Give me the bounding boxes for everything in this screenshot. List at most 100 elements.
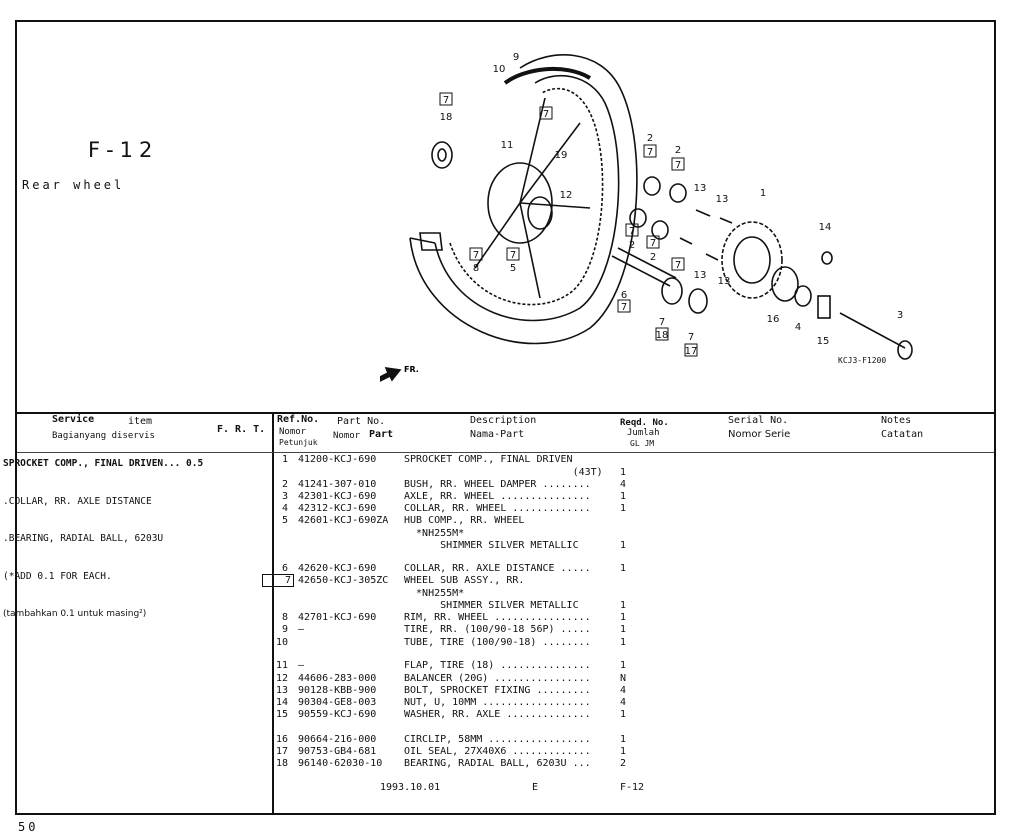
callout-box <box>671 157 685 171</box>
header-reqd-sub2: GL JM <box>630 439 655 448</box>
header-serial: Serial No. <box>728 415 789 426</box>
parts-row: 11—FLAP, TIRE (18) ...............1 <box>258 659 980 672</box>
service-line: (*ADD 0.1 FOR EACH. <box>3 570 112 582</box>
part-description: WASHER, RR. AXLE .............. <box>404 709 591 720</box>
rim-shape <box>449 87 604 306</box>
part-description: COLLAR, RR. WHEEL ............. <box>404 503 591 514</box>
callout-box <box>539 106 553 120</box>
service-line: (tambahkan 0.1 untuk masing²) <box>3 609 147 619</box>
footer-page-ref: F-12 <box>620 782 645 793</box>
quantity: 1 <box>619 734 627 745</box>
callout-number: 5 <box>510 263 516 274</box>
column-divider <box>272 412 274 813</box>
part-description: SHIMMER SILVER METALLIC <box>404 600 579 611</box>
axle-shape <box>839 312 906 349</box>
callout-box <box>439 92 453 106</box>
quantity: 4 <box>619 697 627 708</box>
header-description: Description <box>470 415 537 426</box>
ref-number: 8 <box>281 612 288 623</box>
sprocket-shape <box>721 221 783 299</box>
callout-number: 7 <box>543 109 549 120</box>
callout-number: 3 <box>897 310 903 321</box>
quantity: 2 <box>619 758 627 769</box>
ref-number: 5 <box>281 515 288 526</box>
callout-number: 7 <box>647 147 653 158</box>
quantity: 1 <box>619 600 627 611</box>
header-reqd-sub1: Jumlah <box>627 428 660 438</box>
callout-box <box>643 144 657 158</box>
callout-box <box>671 257 685 271</box>
quantity: 1 <box>619 637 627 648</box>
callout-box <box>617 299 631 313</box>
part-description: TIRE, RR. (100/90-18 56P) ..... <box>404 624 591 635</box>
ref-number: 18 <box>275 758 288 769</box>
header-frt: F. R. T. <box>217 424 266 435</box>
quantity: 4 <box>619 685 627 696</box>
callout-number: 2 <box>629 240 635 251</box>
quantity: 1 <box>619 503 627 514</box>
part-description: BALANCER (20G) ................ <box>404 673 591 684</box>
callout-box <box>684 343 698 357</box>
callout-number: 15 <box>817 336 830 347</box>
ref-number: 12 <box>275 673 288 684</box>
ref-number: 15 <box>275 709 288 720</box>
part-description: *NH255M* <box>404 528 465 539</box>
header-ref: Ref.No. <box>277 414 320 425</box>
quantity: 1 <box>619 624 627 635</box>
quantity: 1 <box>619 660 627 671</box>
header-service-sub: Bagianyang diservis <box>52 431 155 441</box>
part-description: CIRCLIP, 58MM ................. <box>404 734 591 745</box>
page-number: 50 <box>18 820 39 834</box>
part-description: SPROCKET COMP., FINAL DRIVEN <box>404 454 573 465</box>
part-description: NUT, U, 10MM .................. <box>404 697 591 708</box>
part-number: 42701-KCJ-690 <box>298 612 377 623</box>
ref-number: 9 <box>281 624 288 635</box>
header-notes: Notes <box>881 415 912 426</box>
callout-number: 4 <box>795 322 801 333</box>
part-description: BOLT, SPROCKET FIXING ......... <box>404 685 591 696</box>
callout-number: 7 <box>629 226 635 237</box>
ref-number: 14 <box>275 697 288 708</box>
callout-number: 13 <box>718 276 731 287</box>
ref-number: 1 <box>281 454 288 465</box>
ref-number: 4 <box>281 503 288 514</box>
callout-number: 18 <box>656 330 669 341</box>
callout-number: 9 <box>513 52 519 63</box>
callout-number: 13 <box>716 194 729 205</box>
ref-number: 3 <box>281 491 288 502</box>
header-part: Part No. <box>337 416 386 427</box>
service-line: .COLLAR, RR. AXLE DISTANCE <box>3 495 152 507</box>
header-reqd: Reqd. No. <box>620 418 669 428</box>
part-description: *NH255M* <box>404 588 465 599</box>
footer-edition: E <box>532 782 539 793</box>
part-number: 41200-KCJ-690 <box>298 454 377 465</box>
part-description: SHIMMER SILVER METALLIC <box>404 540 579 551</box>
part-number: 90128-KBB-900 <box>298 685 377 696</box>
part-description: FLAP, TIRE (18) ............... <box>404 660 591 671</box>
part-description: WHEEL SUB ASSY., RR. <box>404 575 525 586</box>
quantity: 1 <box>619 709 627 720</box>
footer-date: 1993.10.01 <box>380 782 441 793</box>
parts-row: 13 90128-KBB-900 BOLT, SPROCKET FIXING ...… <box>258 684 980 697</box>
header-ref-sub1: Nomor <box>279 427 307 437</box>
ref-number: 6 <box>281 563 288 574</box>
service-line: .BEARING, RADIAL BALL, 6203U <box>3 533 164 544</box>
ref-number: 13 <box>275 685 288 696</box>
service-line: SPROCKET COMP., FINAL DRIVEN... 0.5 <box>3 458 204 469</box>
callout-number: 16 <box>767 314 780 325</box>
callout-number: 7 <box>659 317 665 328</box>
callout-box <box>469 247 483 261</box>
part-description: (43T) <box>404 467 603 478</box>
ref-number: 10 <box>275 637 288 648</box>
callout-number: 7 <box>473 250 479 261</box>
header-description-sub: Nama-Part <box>470 429 525 440</box>
